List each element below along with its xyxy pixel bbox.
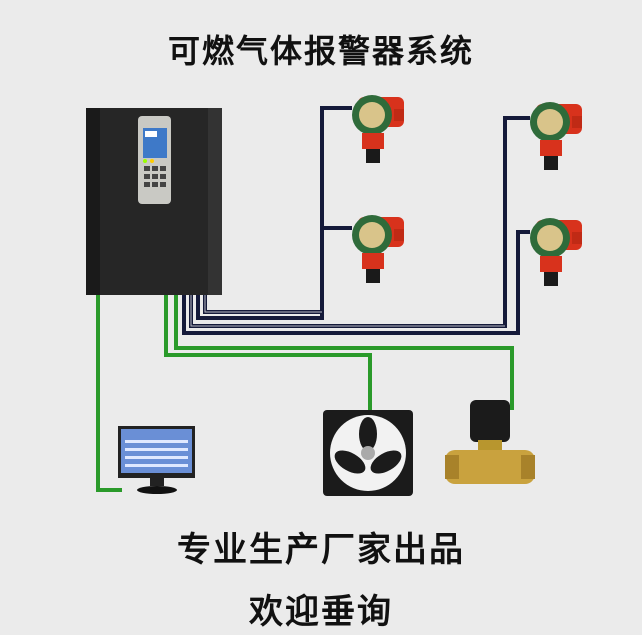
wire-fan <box>164 295 372 412</box>
wire-valve <box>174 295 514 410</box>
wire-detector-1 <box>203 106 352 314</box>
gas-detector-1 <box>352 95 404 163</box>
alarm-controller <box>86 108 222 295</box>
slogan-manufacturer: 专业生产厂家出品 <box>177 530 465 570</box>
slogan-inquiry: 欢迎垂询 <box>249 592 393 632</box>
controller-keypad <box>144 166 166 187</box>
wire-detector-4 <box>182 230 530 335</box>
solenoid-valve <box>445 400 535 484</box>
control-wires <box>96 295 514 492</box>
exhaust-fan <box>323 410 413 496</box>
signal-wires <box>182 106 530 335</box>
computer-monitor <box>118 426 195 494</box>
gas-detector-2 <box>530 102 582 170</box>
wire-monitor <box>96 295 122 492</box>
gas-detector-3 <box>352 215 404 283</box>
gas-detector-4 <box>530 218 582 286</box>
wire-detector-3 <box>196 226 352 320</box>
page-title: 可燃气体报警器系统 <box>167 32 474 70</box>
